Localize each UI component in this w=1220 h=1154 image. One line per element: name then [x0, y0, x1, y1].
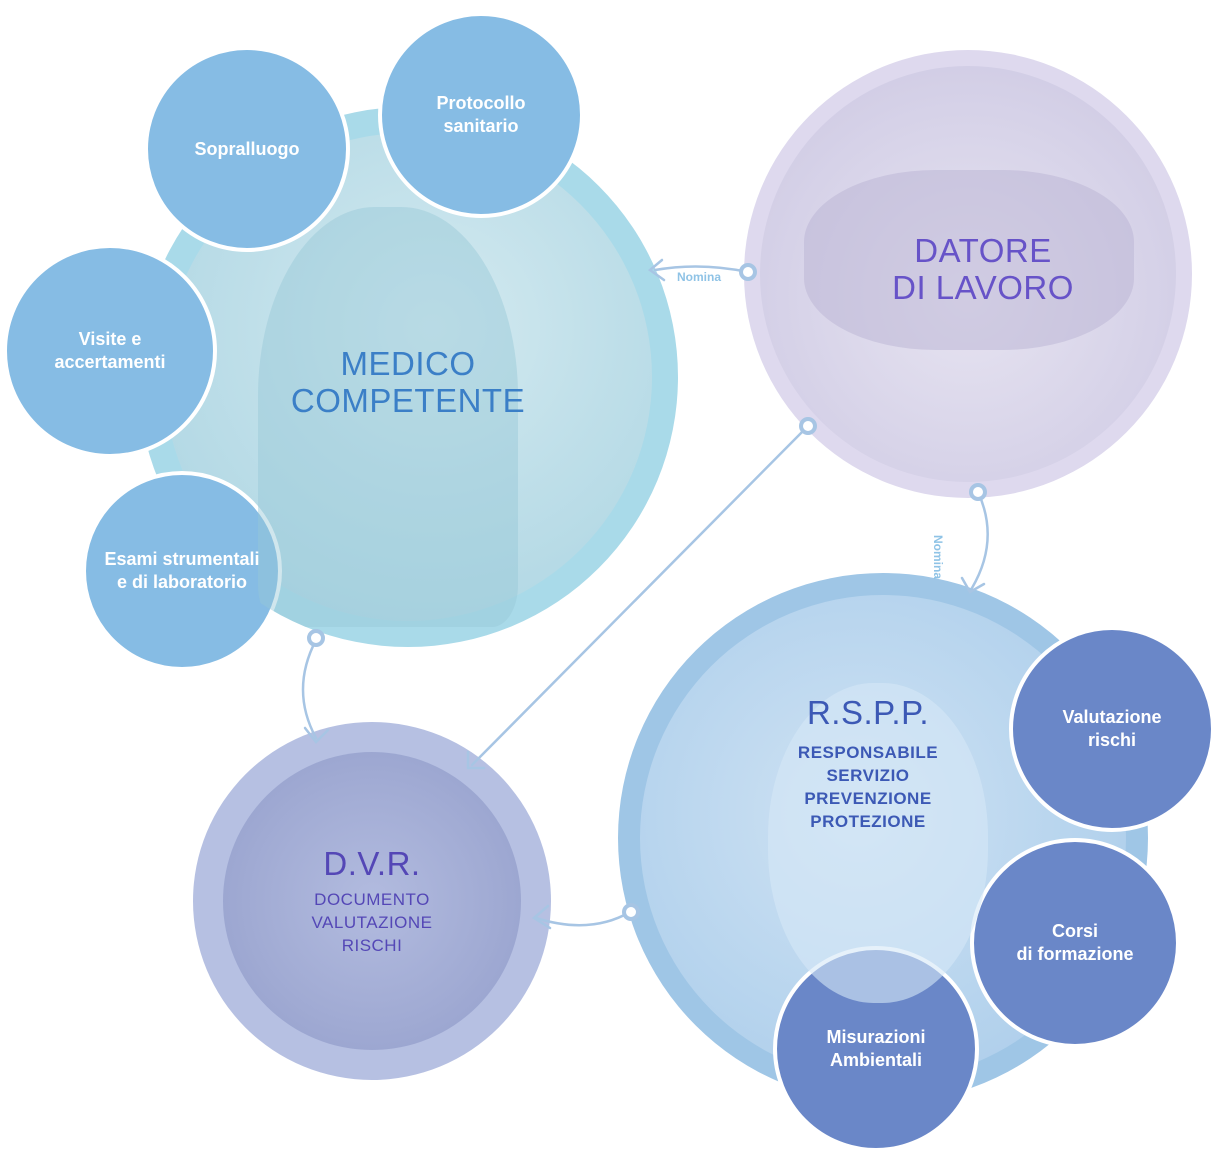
bubble-visite-line1: Visite e: [78, 329, 142, 349]
edge-label-nomina-medico: Nomina: [677, 270, 722, 284]
dvr-node: D.V.R. DOCUMENTO VALUTAZIONE RISCHI: [193, 722, 551, 1080]
bubble-visite-accertamenti: Visite e accertamenti: [3, 244, 217, 458]
doctor-figure: [258, 207, 518, 627]
dvr-sub-3: RISCHI: [341, 936, 403, 955]
connector-rspp-dvr: [534, 910, 632, 927]
rspp-sub-4: PROTEZIONE: [810, 811, 926, 831]
arrow-head-dvr-right: [531, 904, 552, 930]
dvr-sub-1: DOCUMENTO: [314, 890, 430, 909]
connector-dot-datore-left: [739, 263, 757, 281]
bubble-protocollo-line1: Protocollo: [436, 93, 526, 113]
connector-dot-datore-bottom: [969, 483, 987, 501]
datore-title-line1: DATORE: [914, 232, 1052, 269]
rspp-sub-1: RESPONSABILE: [797, 742, 939, 762]
connector-datore-rspp: [970, 490, 989, 590]
bubble-protocollo-sanitario: Protocollo sanitario: [378, 12, 584, 218]
bubble-corsi-line2: di formazione: [1016, 944, 1134, 964]
bubble-valutazione-rischi: Valutazione rischi: [1009, 626, 1215, 832]
rspp-sub-2: SERVIZIO: [826, 765, 910, 785]
rspp-title: R.S.P.P.: [806, 693, 929, 731]
arrow-head-rspp: [960, 576, 986, 594]
bubble-misurazioni-line2: Ambientali: [829, 1050, 922, 1070]
arrow-head-dvr-diagonal: [466, 750, 486, 770]
rspp-sub-3: PREVENZIONE: [804, 788, 932, 808]
bubble-corsi-formazione: Corsi di formazione: [970, 838, 1180, 1048]
bubble-esami: Esami strumentali e di laboratorio: [82, 471, 282, 671]
bubble-corsi-line1: Corsi: [1051, 921, 1098, 941]
datore-di-lavoro-node: DATORE DI LAVORO: [744, 50, 1192, 498]
dvr-title: D.V.R.: [323, 845, 421, 882]
bubble-valutazione-line2: rischi: [1087, 730, 1137, 750]
helmet-figure: [768, 683, 988, 1003]
handshake-figure: [804, 170, 1134, 350]
arrow-head-dvr-top: [303, 726, 330, 744]
connector-datore-medico: [653, 265, 750, 274]
arrow-head-medico: [647, 258, 666, 282]
bubble-sopralluogo-label: Sopralluogo: [194, 138, 300, 159]
bubble-valutazione-line1: Valutazione: [1062, 707, 1162, 727]
connector-dot-medico-bottom: [307, 629, 325, 647]
connector-dot-rspp-left: [622, 903, 640, 921]
medico-title-line2: COMPETENTE: [290, 382, 526, 419]
datore-title-line2: DI LAVORO: [892, 269, 1074, 306]
edge-label-nomina-rspp: Nomina: [931, 535, 945, 580]
bubble-protocollo-line2: sanitario: [443, 116, 519, 136]
dvr-photo-area: [223, 752, 521, 1050]
dvr-sub-2: VALUTAZIONE: [311, 913, 433, 932]
bubble-sopralluogo: Sopralluogo: [144, 46, 350, 252]
bubble-visite-line2: accertamenti: [54, 352, 166, 372]
bubble-esami-line1: Esami strumentali: [104, 549, 260, 569]
medico-title-line1: MEDICO: [340, 345, 476, 382]
bubble-misurazioni-line1: Misurazioni: [826, 1027, 926, 1047]
bubble-esami-line2: e di laboratorio: [116, 572, 248, 592]
connector-dot-datore-diagonal: [799, 417, 817, 435]
connector-medico-dvr: [301, 638, 318, 740]
connector-datore-dvr: [470, 424, 810, 767]
